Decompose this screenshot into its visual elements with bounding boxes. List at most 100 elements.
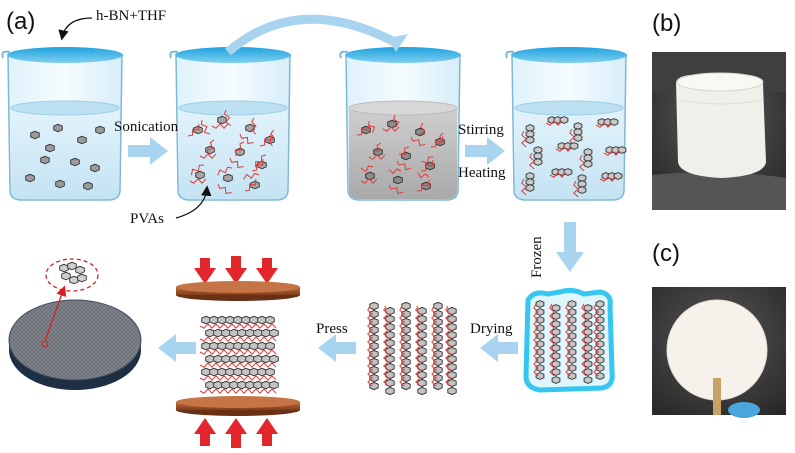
pva-chain (581, 303, 588, 377)
hbn-flake (433, 365, 443, 375)
pva-chain (200, 119, 210, 135)
panel-label-b: (b) (652, 10, 682, 37)
hbn-flake (385, 378, 395, 388)
hbn-flake (217, 115, 227, 125)
pva-chain (569, 128, 575, 146)
pva-chain (595, 122, 613, 128)
hbn-flake (401, 349, 411, 359)
hbn-flake (401, 341, 411, 351)
hbn-flake (261, 380, 271, 390)
hbn-flake (237, 380, 247, 390)
hbn-flake (233, 367, 243, 377)
beaker-sonicated (169, 47, 291, 201)
hbn-flake (535, 300, 545, 308)
hbn-flake (417, 322, 427, 332)
hbn-flake (421, 181, 431, 191)
hbn-flake (525, 136, 535, 144)
hbn-flake (583, 320, 593, 328)
stirring-label: Stirring (458, 122, 504, 138)
hbn-flake (365, 171, 375, 181)
sonication-label: Sonication (114, 119, 179, 135)
hbn-flake (417, 338, 427, 348)
hbn-flake (55, 179, 65, 189)
pva-chain (268, 129, 276, 147)
hbn-flake (583, 360, 593, 368)
hbn-flake (261, 354, 271, 364)
hbn-flake (535, 340, 545, 348)
hbn-flake (447, 354, 457, 364)
press-arrows-bottom (194, 418, 278, 448)
hbn-flake (595, 316, 605, 324)
hbn-flake (69, 275, 79, 285)
pvas-pointer (175, 185, 212, 219)
hbn-flake (369, 309, 379, 319)
pva-chain (199, 388, 277, 394)
beaker-hbn-thf (1, 47, 123, 201)
hbn-flake (609, 118, 619, 126)
hbn-flake (385, 306, 395, 316)
pva-chain (545, 120, 563, 126)
heating-label: Heating (458, 165, 506, 181)
hbn-flake (217, 367, 227, 377)
pva-chain (420, 160, 434, 172)
hbn-flake (401, 333, 411, 343)
hbn-flake (583, 304, 593, 312)
hbn-flake (213, 380, 223, 390)
reagent-label: h-BN+THF (96, 8, 167, 24)
hbn-flake (40, 155, 50, 165)
pva-chain (360, 178, 378, 184)
hbn-flake (269, 380, 279, 390)
hbn-flake (551, 336, 561, 344)
hbn-flake (433, 325, 443, 335)
hbn-flake (567, 316, 577, 324)
hbn-flake (573, 134, 583, 142)
pva-chain (398, 146, 410, 155)
hbn-flake (433, 349, 443, 359)
hbn-flake (567, 324, 577, 332)
pva-chain (533, 303, 540, 377)
hbn-flake (583, 312, 593, 320)
hbn-flake (583, 160, 593, 168)
hbn-flake (67, 261, 77, 271)
hbn-flake (213, 328, 223, 338)
hbn-flake (417, 306, 427, 316)
hbn-flake (447, 338, 457, 348)
hbn-flake (237, 328, 247, 338)
hbn-flake (433, 357, 443, 367)
hbn-flake (525, 184, 535, 192)
hbn-flake (595, 364, 605, 372)
hbn-flake (567, 372, 577, 380)
hbn-flake (551, 360, 561, 368)
pva-chain (396, 160, 412, 171)
hbn-flake (249, 367, 259, 377)
pvas-label: PVAs (130, 211, 164, 227)
hbn-flakes (25, 123, 105, 191)
hbn-flake (583, 344, 593, 352)
hbn-flake (401, 365, 411, 375)
hbn-flake (229, 380, 239, 390)
pva-chain (399, 305, 406, 387)
hbn-flake (229, 354, 239, 364)
hbn-flake (447, 306, 457, 316)
pva-chain (529, 152, 535, 170)
hbn-flake (535, 316, 545, 324)
hbn-flake (569, 142, 579, 150)
hbn-flake (241, 315, 251, 325)
hbn-flake (257, 367, 267, 377)
pva-chain (382, 126, 400, 132)
pva-chain (199, 153, 217, 159)
hbn-flake (369, 301, 379, 311)
hbn-flake (369, 381, 379, 391)
drying-label: Drying (470, 321, 513, 337)
hbn-flake (535, 332, 545, 340)
hbn-flake (551, 320, 561, 328)
hbn-flake (433, 309, 443, 319)
hbn-flake (257, 341, 267, 351)
hbn-flake (567, 308, 577, 316)
pva-chain (255, 154, 267, 168)
pva-chain (521, 178, 527, 196)
hbn-flake (53, 123, 63, 133)
hbn-flake (567, 332, 577, 340)
pva-chain (368, 120, 376, 133)
hbn-flake (205, 328, 215, 338)
